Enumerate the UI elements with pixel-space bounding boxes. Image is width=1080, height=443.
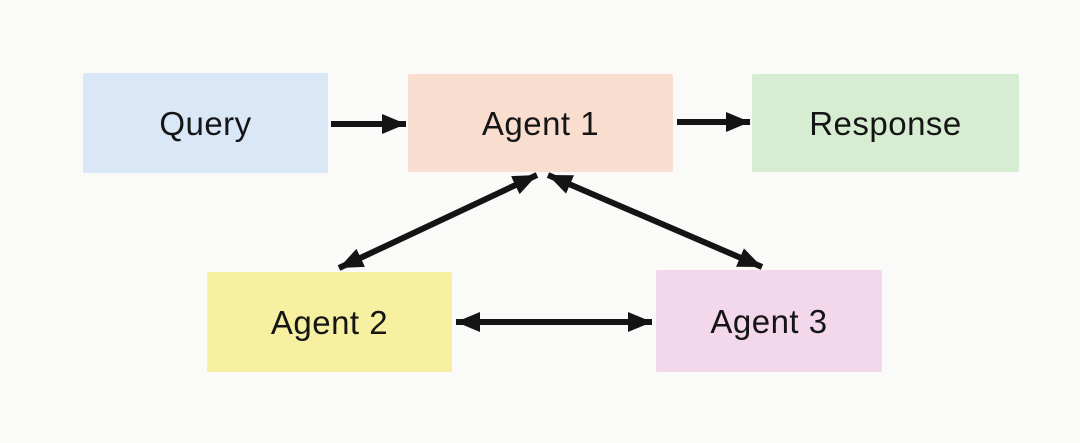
node-agent3: Agent 3 (656, 270, 882, 372)
node-query-label: Query (159, 104, 252, 142)
edge-agent1-agent2-bidirectional (337, 172, 539, 271)
node-agent1: Agent 1 (408, 74, 673, 172)
node-agent2: Agent 2 (207, 272, 452, 372)
node-agent1-label: Agent 1 (481, 104, 600, 142)
node-agent2-label: Agent 2 (270, 303, 389, 341)
node-agent3-label: Agent 3 (710, 302, 828, 340)
node-query: Query (83, 73, 328, 173)
node-response: Response (752, 74, 1019, 172)
edge-agent1-agent3-bidirectional (546, 172, 764, 270)
node-response-label: Response (809, 104, 962, 142)
